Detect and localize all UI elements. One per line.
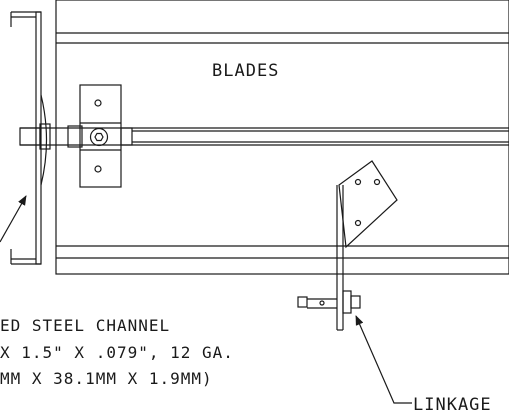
linkage-plate xyxy=(338,160,398,249)
channel-leader-line xyxy=(0,195,27,243)
channel-label-line-1: ED STEEL CHANNEL xyxy=(0,316,170,335)
blade-clamp-bracket xyxy=(79,84,122,188)
channel-label-line-3: MM X 38.1MM X 1.9MM) xyxy=(0,369,213,388)
outer-frame xyxy=(55,0,509,275)
linkage-arm xyxy=(297,185,361,331)
channel-label-line-2: X 1.5" X .079", 12 GA. xyxy=(0,343,234,362)
steel-channel xyxy=(10,11,48,265)
linkage-leader-line xyxy=(355,315,412,404)
axle-rod xyxy=(19,123,509,150)
blades-label: BLADES xyxy=(212,61,279,81)
linkage-label: LINKAGE xyxy=(413,395,492,415)
